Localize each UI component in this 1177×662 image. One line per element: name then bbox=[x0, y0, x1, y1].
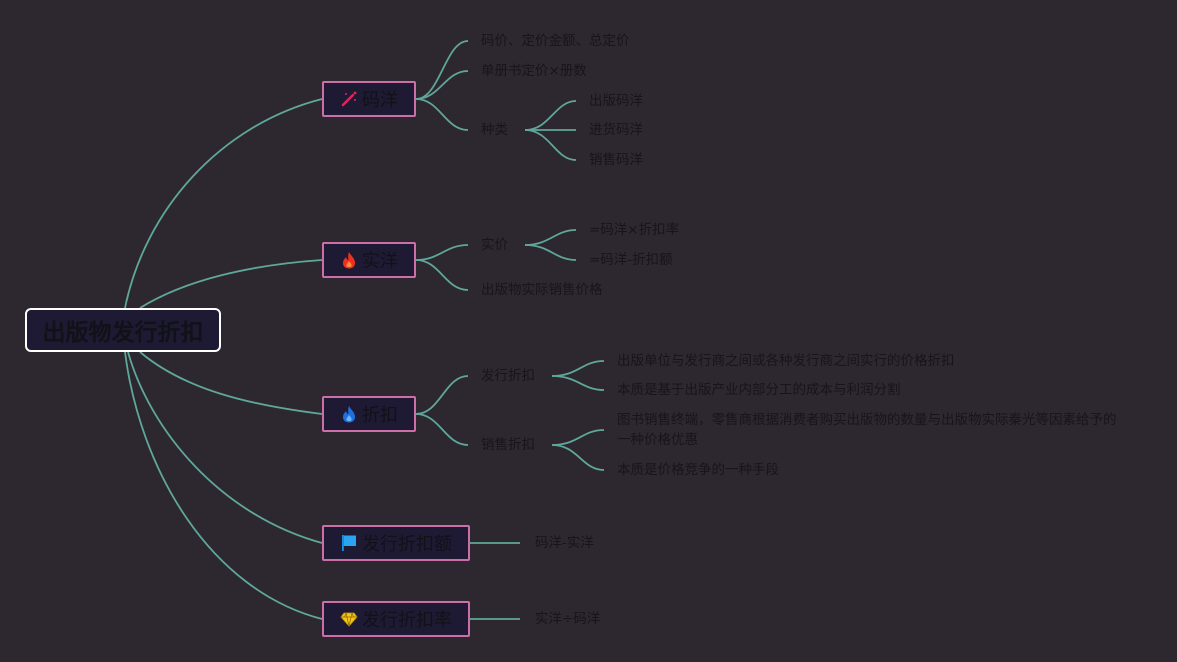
link-shiyang-c1 bbox=[415, 244, 469, 261]
link-zhekou-c2 bbox=[415, 413, 469, 446]
branch-zhekou[interactable]: 折扣 bbox=[322, 396, 416, 432]
leaf-mayang-type-sales: 销售码洋 bbox=[589, 152, 643, 168]
link-shiyang-c1b bbox=[524, 244, 577, 261]
branch-zhekou-label: 折扣 bbox=[362, 405, 398, 426]
flag-icon bbox=[340, 534, 358, 552]
diamond-icon bbox=[340, 610, 358, 628]
leaf-zhekou-sales: 销售折扣 bbox=[481, 437, 535, 453]
fire-icon bbox=[340, 251, 358, 269]
link-mayang-c2 bbox=[415, 70, 469, 100]
branch-mayang-label: 码洋 bbox=[362, 90, 398, 111]
branch-zhekoue-label: 发行折扣额 bbox=[362, 534, 452, 555]
leaf-zhekoulv-formula: 实洋÷码洋 bbox=[535, 611, 601, 627]
link-mayang-c1 bbox=[415, 40, 469, 100]
link-zhekou-c1b bbox=[551, 375, 605, 391]
leaf-shiyang-formula-rate: =码洋×折扣率 bbox=[589, 222, 680, 238]
leaf-zhekou-issue-essence: 本质是基于出版产业内部分工的成本与利润分割 bbox=[617, 382, 901, 398]
root-label: 出版物发行折扣 bbox=[42, 320, 204, 346]
leaf-mayang-type-purchase: 进货码洋 bbox=[589, 122, 643, 138]
link-zhekou-c2a bbox=[551, 429, 605, 446]
leaf-zhekou-issue: 发行折扣 bbox=[481, 368, 535, 384]
link-root-zhekou bbox=[139, 351, 323, 415]
root-node[interactable]: 出版物发行折扣 bbox=[25, 308, 221, 352]
branch-shiyang[interactable]: 实洋 bbox=[322, 242, 416, 278]
branch-zhekoue[interactable]: 发行折扣额 bbox=[322, 525, 470, 561]
branch-zhekoulv-label: 发行折扣率 bbox=[362, 610, 452, 631]
leaf-zhekou-issue-def: 出版单位与发行商之间或各种发行商之间实行的价格折扣 bbox=[617, 353, 955, 369]
link-zhekou-c1 bbox=[415, 375, 469, 415]
leaf-zhekou-sales-essence: 本质是价格竞争的一种手段 bbox=[617, 462, 779, 478]
leaf-shiyang-price: 实价 bbox=[481, 237, 508, 253]
link-root-shiyang bbox=[139, 259, 323, 309]
leaf-shiyang-formula-amount: =码洋-折扣额 bbox=[589, 252, 673, 268]
link-shiyang-c1a bbox=[524, 229, 577, 246]
leaf-zhekoue-formula: 码洋-实洋 bbox=[535, 535, 594, 551]
leaf-zhekou-sales-def: 图书销售终端，零售商根据消费者购买出版物的数量与出版物实际秦光等因素给予的一种价… bbox=[617, 412, 1117, 448]
leaf-shiyang-definition: 出版物实际销售价格 bbox=[481, 282, 603, 298]
branch-shiyang-label: 实洋 bbox=[362, 251, 398, 272]
link-zhekou-c1a bbox=[551, 360, 605, 377]
link-mayang-c3c bbox=[524, 129, 577, 161]
blue-flame-icon bbox=[340, 405, 358, 423]
leaf-mayang-alias: 码价、定价金额、总定价 bbox=[481, 33, 630, 49]
link-mayang-c3a bbox=[524, 100, 577, 131]
branch-mayang[interactable]: 码洋 bbox=[322, 81, 416, 117]
link-shiyang-c2 bbox=[415, 259, 469, 291]
leaf-mayang-formula: 单册书定价×册数 bbox=[481, 63, 587, 79]
link-root-zhekoue bbox=[127, 351, 323, 544]
link-root-zhekoulv bbox=[124, 351, 323, 620]
link-mayang-c3 bbox=[415, 98, 469, 131]
branch-zhekoulv[interactable]: 发行折扣率 bbox=[322, 601, 470, 637]
link-root-mayang bbox=[124, 98, 323, 309]
link-zhekou-c2b bbox=[551, 444, 605, 471]
magic-wand-icon bbox=[340, 90, 358, 108]
leaf-mayang-type-publish: 出版码洋 bbox=[589, 93, 643, 109]
leaf-mayang-types: 种类 bbox=[481, 122, 508, 138]
